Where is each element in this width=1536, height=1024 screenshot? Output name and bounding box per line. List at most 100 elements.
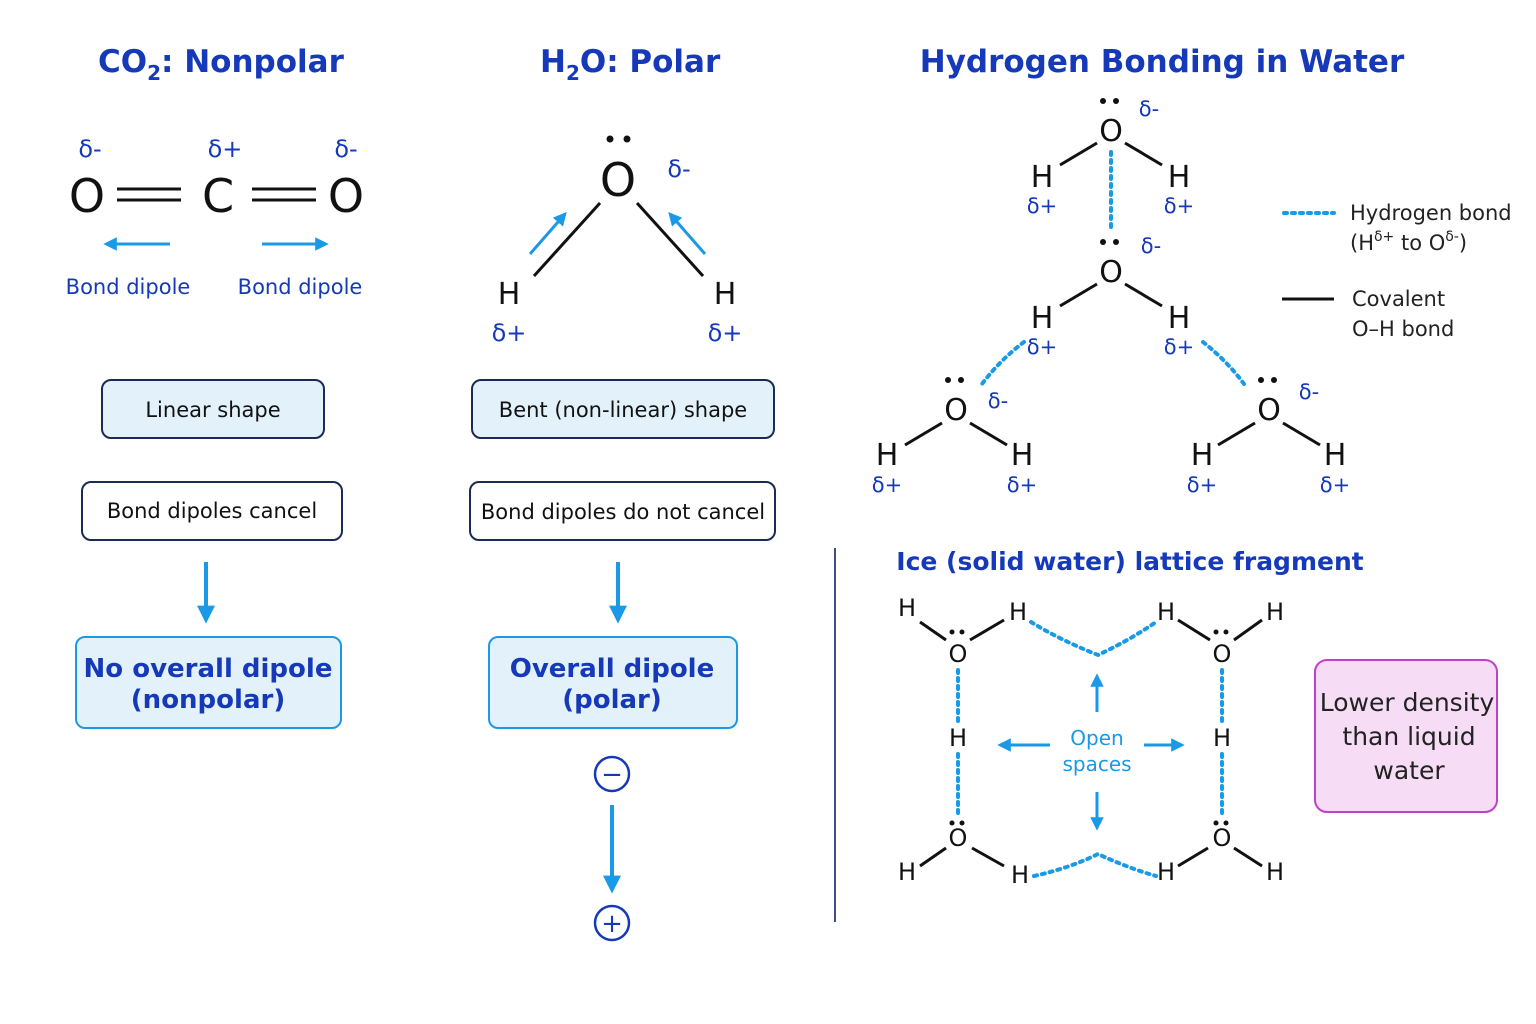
h2o-panel: H2O: Polar O δ- H H δ+ δ+ Bent (non-line… [469,44,776,942]
hb-br-o: O [1257,393,1281,428]
ice-tl-h-right: H [1009,598,1027,626]
hbond-title: Hydrogen Bonding in Water [920,44,1405,80]
water-molecule-bottom-right: O δ- H H δ+ δ+ [1187,377,1350,497]
hb-br-h-right-charge: δ+ [1320,473,1350,497]
ice-br-o: O [1213,824,1232,852]
hb-mid-h-right: H [1168,301,1191,336]
ice-bl-h-left: H [898,858,916,886]
positive-pole-icon: + [593,904,631,942]
ice-tl-o: O [949,640,968,668]
co2-panel: CO2: Nonpolar δ- δ+ δ- O C O Bond dipole… [66,44,364,729]
h2o-title: H2O: Polar [540,44,721,85]
negative-pole-sign: − [601,760,623,790]
ice-title: Ice (solid water) lattice fragment [896,547,1363,576]
co2-charge-left: δ- [78,135,101,163]
ice-tr-h-left: H [1157,598,1175,626]
ice-bl-o: O [949,824,968,852]
h2o-result-box [488,636,738,729]
hb-br-h-left: H [1191,438,1214,473]
ice-br-h-left: H [1157,858,1175,886]
density-note-line1: Lower density [1320,688,1495,717]
negative-pole-icon: − [593,755,631,793]
h2o-dipole-arrow-left [528,211,567,255]
legend-cov-line1: Covalent [1352,287,1445,311]
h2o-charge-h-right: δ+ [708,319,743,347]
ice-tr-o: O [1213,640,1232,668]
hb-br-h-right: H [1324,438,1347,473]
hb-mid-h-right-charge: δ+ [1164,335,1194,359]
ice-mid-h-left: H [949,724,967,752]
water-molecule-top: O δ- H H δ+ δ+ [1027,97,1194,218]
hb-top-o: O [1099,114,1123,149]
h2o-atom-o: O [600,153,636,207]
co2-atom-o-left: O [69,169,105,223]
water-molecule-bottom-left: O δ- H H δ+ δ+ [872,377,1037,497]
ice-bl-h-right: H [1011,861,1029,889]
hb-top-h-left-charge: δ+ [1027,194,1057,218]
co2-title: CO2: Nonpolar [98,44,345,85]
co2-atom-c: C [202,169,234,223]
hb-bl-h-left: H [876,438,899,473]
ice-tr-h-right: H [1266,598,1284,626]
hb-bl-h-right-charge: δ+ [1007,473,1037,497]
h2o-shape-text: Bent (non-linear) shape [499,398,747,422]
ice-br-h-right: H [1266,858,1284,886]
h2o-bond-left [532,201,602,278]
hb-top-h-right-charge: δ+ [1164,194,1194,218]
open-spaces-line2: spaces [1062,752,1131,776]
hb-br-o-charge: δ- [1299,380,1319,404]
hb-bl-h-right: H [1011,438,1034,473]
density-note-box [1314,659,1498,813]
h2o-atom-h-right: H [714,277,737,312]
h2o-bond-right [635,201,705,278]
h2o-shape-box [471,379,775,439]
co2-charge-center: δ+ [208,135,243,163]
hb-top-o-charge: δ- [1139,97,1159,121]
h2o-charge-h-left: δ+ [492,319,527,347]
co2-shape-box [101,379,325,439]
legend: Hydrogen bond (Hδ+ to Oδ-) Covalent O–H … [1282,201,1512,341]
density-note-line2: than liquid [1342,722,1475,751]
h2o-cancel-box [469,481,776,541]
hb-mid-h-left: H [1031,301,1054,336]
h2o-charge-o: δ- [667,155,690,183]
co2-dipole-label-right: Bond dipole [238,275,363,299]
legend-hbond-line2: (Hδ+ to Oδ-) [1350,229,1467,255]
co2-charge-right: δ- [334,135,357,163]
hb-bl-h-left-charge: δ+ [872,473,902,497]
density-note-line3: water [1373,756,1445,785]
h2o-atom-h-left: H [498,277,521,312]
ice-panel: Ice (solid water) lattice fragment O H H… [896,547,1498,889]
co2-dipole-label-left: Bond dipole [66,275,191,299]
co2-result-line1: No overall dipole [84,654,333,684]
ice-hbond-top [1029,620,1158,658]
hb-mid-o-charge: δ- [1141,234,1161,258]
ice-molecule-top-left: O H H [898,594,1027,668]
co2-shape-text: Linear shape [145,398,280,422]
hb-br-h-left-charge: δ+ [1187,473,1217,497]
co2-cancel-text: Bond dipoles cancel [107,499,317,523]
h2o-dipole-arrow-right [668,211,707,255]
hb-bl-o: O [944,393,968,428]
ice-mid-h-right: H [1213,724,1231,752]
h2o-result-line2: (polar) [562,685,662,715]
hb-top-h-right: H [1168,160,1191,195]
co2-atom-o-right: O [328,169,364,223]
co2-result-line2: (nonpolar) [131,685,285,715]
water-molecule-middle: O δ- H H δ+ δ+ [1027,234,1194,359]
ice-molecule-bottom-left: O H H [898,820,1029,889]
legend-cov-line2: O–H bond [1352,317,1454,341]
hbond-panel: Hydrogen Bonding in Water O δ- H H δ+ δ+… [872,44,1512,497]
h2o-result-line1: Overall dipole [510,654,714,684]
ice-molecule-bottom-right: O H H [1157,820,1284,886]
hbond-line-left [980,340,1026,386]
co2-double-bond-right [252,187,316,202]
open-spaces-line1: Open [1070,726,1123,750]
co2-cancel-box [81,481,343,541]
legend-hbond-line1: Hydrogen bond [1350,201,1512,225]
hb-mid-h-left-charge: δ+ [1027,335,1057,359]
hb-top-h-left: H [1031,160,1054,195]
co2-result-box [75,636,342,729]
ice-molecule-top-right: O H H [1157,598,1284,668]
